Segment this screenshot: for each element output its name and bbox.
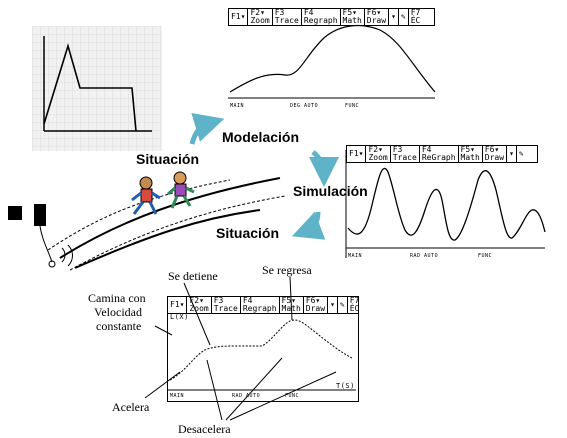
label-simulacion: Simulación	[293, 183, 368, 199]
calc-bottom-btn-zoom[interactable]: F2▾ Zoom	[187, 297, 212, 313]
calc-right-btn-zoom[interactable]: F2▾ Zoom	[366, 146, 391, 162]
calc-bottom-pencil-icon[interactable]: ✎	[338, 297, 348, 313]
arrow-simulacion-to-situacion	[291, 211, 326, 240]
calc-bottom-btn-f7[interactable]: F7 ÉC	[349, 296, 360, 313]
calc-right-pencil-icon[interactable]: ✎	[518, 149, 524, 158]
road-line-2	[47, 179, 231, 251]
graph-paper-plot	[32, 26, 162, 151]
calc-bottom-btn-draw[interactable]: F6▾ Draw	[304, 297, 329, 313]
calc-top-status-func: FUNC	[345, 103, 360, 109]
calc-right-toolbar: F1▾ F2▾ Zoom F3 Trace F4 ReGraph F5▾ Mat…	[346, 145, 538, 163]
label-se-regresa: Se regresa	[262, 263, 312, 277]
calc-right-btn-math[interactable]: F5▾ Math	[459, 146, 483, 162]
calc-top-toolbar: F1▾ F2▾ Zoom F3 Trace F4 Regraph F5▾ Mat…	[228, 8, 435, 26]
label-modelacion: Modelación	[222, 129, 300, 145]
arrow-situacion-to-modelacion	[189, 112, 225, 145]
calc-right-btn-draw[interactable]: F6▾ Draw	[483, 146, 508, 162]
calc-bottom-y-label: L(X)	[170, 313, 189, 321]
calc-right-btn-f1[interactable]: F1▾	[347, 146, 367, 162]
calc-right-btn-trace[interactable]: F3 Trace	[391, 146, 420, 162]
road-line-1	[59, 177, 281, 259]
calc-top-btn-f7[interactable]: F7 ÉC	[410, 8, 421, 25]
calc-top-btn-f1[interactable]: F1▾	[229, 9, 249, 25]
detector-cable	[39, 225, 53, 263]
distance-sketch-line	[43, 43, 137, 132]
calc-right-status-main: MAIN	[348, 253, 363, 259]
calc-top-status-mode: DEG AUTO	[290, 103, 319, 109]
calc-bottom-status-func: FUNC	[285, 393, 300, 399]
calc-bottom-btn-trace[interactable]: F3 Trace	[212, 297, 241, 313]
calc-bottom-toolbar: F1▾ F2▾ Zoom F3 Trace F4 Regraph F5▾ Mat…	[167, 296, 359, 314]
sound-waves-icon	[61, 244, 73, 267]
child-walker-1-icon	[131, 176, 161, 215]
calc-top-btn-zoom[interactable]: F2▾ Zoom	[248, 9, 273, 25]
calc-bottom-btn-math[interactable]: F5▾ Math	[280, 297, 304, 313]
calc-top-btn-regraph[interactable]: F4 Regraph	[302, 9, 341, 25]
calc-bottom-x-label: T(S)	[336, 382, 355, 390]
label-camina-3: constante	[96, 319, 142, 333]
label-desacelera: Desacelera	[178, 422, 231, 436]
label-situacion-bottom: Situación	[216, 225, 280, 241]
label-acelera: Acelera	[112, 400, 150, 414]
arrow-modelacion-to-simulacion	[308, 150, 339, 187]
calc-right-curve	[347, 167, 546, 241]
label-situacion-top: Situación	[136, 151, 200, 167]
motion-detector-icon	[34, 204, 46, 226]
calc-top-pencil-icon[interactable]: ✎	[399, 9, 409, 25]
child-walker-2-icon	[167, 171, 195, 209]
graph-paper-sketch	[32, 26, 162, 151]
calc-bottom-status-mode: RAD AUTO	[232, 393, 261, 399]
calculator-device-icon	[8, 206, 22, 220]
calc-bottom-btn-regraph[interactable]: F4 Regraph	[241, 297, 280, 313]
calc-bottom-btn-more[interactable]: ▾	[328, 297, 338, 313]
calc-top-btn-math[interactable]: F5▾ Math	[341, 9, 365, 25]
calc-top-btn-more[interactable]: ▾	[389, 9, 399, 25]
detector-sensor-icon	[48, 260, 56, 268]
calc-right-btn-more[interactable]: ▾	[507, 146, 517, 162]
calc-right-btn-regraph[interactable]: F4 ReGraph	[420, 146, 459, 162]
label-camina-2: Velocidad	[94, 305, 142, 319]
calc-top-curve	[229, 24, 436, 93]
calc-top-btn-trace[interactable]: F3 Trace	[273, 9, 302, 25]
calc-top-status-main: MAIN	[230, 103, 245, 109]
label-se-detiene: Se detiene	[168, 269, 218, 283]
calc-bottom-btn-f1[interactable]: F1▾	[168, 297, 188, 313]
calc-right-status-func: FUNC	[478, 253, 493, 259]
calc-right-status-mode: RAD AUTO	[410, 253, 439, 259]
label-camina-1: Camina con	[88, 291, 146, 305]
calc-top-btn-draw[interactable]: F6▾ Draw	[365, 9, 390, 25]
calc-bottom-status-main: MAIN	[170, 393, 185, 399]
